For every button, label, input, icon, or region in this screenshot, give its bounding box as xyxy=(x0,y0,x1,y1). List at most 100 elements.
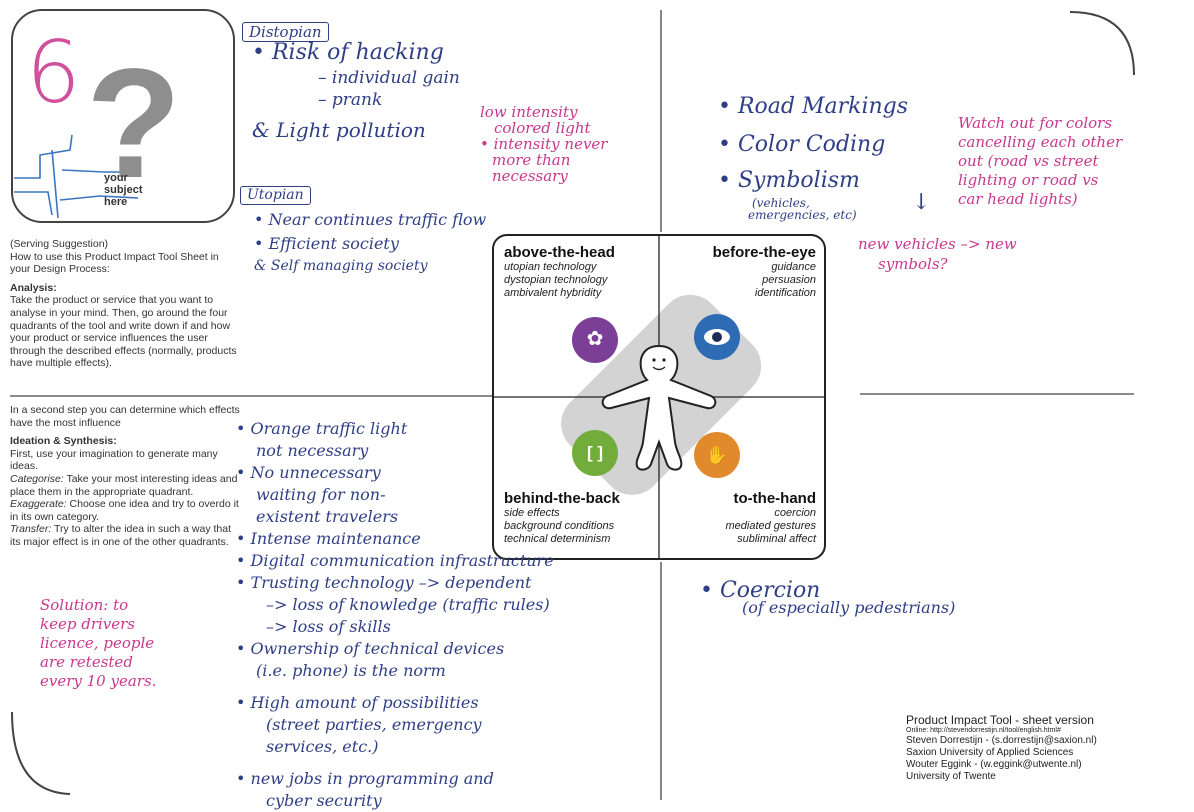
footer-online: Online: http://stevendorrestijn.nl/tool/… xyxy=(906,727,1061,734)
note-line: cyber security xyxy=(266,791,382,810)
note-line: low intensity xyxy=(480,103,578,121)
note-to-hand-1: • Coercion xyxy=(700,578,821,603)
quadrant-item: persuasion xyxy=(762,274,816,286)
guide-transfer-text: Try to alter the idea in such a way that… xyxy=(10,523,232,548)
note-line: new vehicles –> new xyxy=(858,235,1017,253)
hand-icon: ✋ xyxy=(705,445,729,465)
note-line: keep drivers xyxy=(40,615,136,633)
guide-exaggerate-label: Exaggerate: xyxy=(10,498,67,511)
note-line: (i.e. phone) is the norm xyxy=(256,661,446,680)
diagram-graphics xyxy=(492,234,826,560)
note-line: services, etc.) xyxy=(266,737,379,756)
quadrant-item: utopian technology xyxy=(504,261,597,273)
note-line: • No unnecessary xyxy=(236,463,381,482)
note-distopian-header: Distopian xyxy=(242,22,329,42)
quadrant-item: identification xyxy=(754,287,816,299)
note-line: more than xyxy=(492,151,571,169)
quadrant-title: behind-the-back xyxy=(504,490,620,507)
subject-placeholder: your subject here xyxy=(104,172,143,208)
subject-line-2: subject xyxy=(104,184,143,196)
note-line: waiting for non- xyxy=(256,485,386,504)
note-line: (street parties, emergency xyxy=(266,715,482,734)
guide-categorise-label: Categorise: xyxy=(10,472,64,485)
clouds-icon: ✿ xyxy=(586,328,604,350)
note-line: necessary xyxy=(492,167,568,185)
quadrant-item: technical determinism xyxy=(504,533,611,545)
sheet-number: 6 xyxy=(26,23,81,123)
note-line: car head lights) xyxy=(958,190,1078,208)
guide-intro: How to use this Product Impact Tool Shee… xyxy=(10,250,219,276)
note-before-4: (vehicles, xyxy=(752,196,810,210)
note-before-2: • Color Coding xyxy=(718,132,886,157)
guide-analysis-title: Analysis: xyxy=(10,281,57,294)
guide-transfer-label: Transfer: xyxy=(10,523,52,536)
quadrant-title: to-the-hand xyxy=(733,490,816,507)
quadrant-above-the-head: above-the-head utopian technology dystop… xyxy=(504,244,615,300)
footer-line: Steven Dorrestijn - (s.dorrestijn@saxion… xyxy=(906,735,1097,746)
quadrant-item: coercion xyxy=(774,507,816,519)
note-distopian-4: & Light pollution xyxy=(252,118,426,142)
note-line: –> loss of skills xyxy=(266,617,391,636)
quadrant-item: dystopian technology xyxy=(504,274,608,286)
quadrant-item: background conditions xyxy=(504,520,615,532)
subject-line-1: your xyxy=(104,172,128,184)
note-before-pink: Watch out for colors cancelling each oth… xyxy=(958,114,1122,209)
note-line: • Ownership of technical devices xyxy=(236,639,505,658)
quadrant-item: side effects xyxy=(504,507,560,519)
footer-title: Product Impact Tool - sheet version xyxy=(906,713,1094,727)
quadrant-item: ambivalent hybridity xyxy=(504,287,602,299)
note-utopian-2: • Efficient society xyxy=(254,234,399,253)
note-line: not necessary xyxy=(256,441,369,460)
guide-bottom: In a second step you can determine which… xyxy=(10,404,242,549)
guide-serving: (Serving Suggestion) xyxy=(10,238,109,250)
note-line: symbols? xyxy=(878,255,948,273)
eye-icon xyxy=(702,327,732,347)
note-behind-back: • Orange traffic light not necessary • N… xyxy=(236,418,554,812)
quadrant-item: subliminal affect xyxy=(737,533,816,545)
note-distopian-2: – individual gain xyxy=(318,68,460,88)
note-solution: Solution: to keep drivers licence, peopl… xyxy=(40,596,156,691)
quadrant-to-the-hand: to-the-hand coercion mediated gestures s… xyxy=(726,490,817,546)
question-mark-icon: ? xyxy=(86,37,182,211)
footer-credits: Product Impact Tool - sheet version Onli… xyxy=(906,714,1097,783)
note-light-pollution: low intensity colored light • intensity … xyxy=(480,104,607,184)
note-line: • Trusting technology –> dependent xyxy=(236,573,532,592)
quadrant-title: before-the-eye xyxy=(712,244,816,261)
guide-exaggerate-text: Choose one idea and try to overdo it in … xyxy=(10,498,239,523)
footer-line: University of Twente xyxy=(906,771,996,782)
note-utopian-1: • Near continues traffic flow xyxy=(254,210,487,229)
quadrant-title: above-the-head xyxy=(504,244,615,261)
footer-line: Saxion University of Applied Sciences xyxy=(906,747,1074,758)
note-line: every 10 years. xyxy=(40,672,157,690)
note-before-5: emergencies, etc) xyxy=(748,208,857,222)
subject-line-3: here xyxy=(104,196,128,208)
note-line: • Intense maintenance xyxy=(236,529,421,548)
note-line: cancelling each other xyxy=(958,133,1123,151)
brace-arrow-icon: ↓ xyxy=(912,190,931,215)
note-line: • intensity never xyxy=(480,135,608,153)
note-utopian-header: Utopian xyxy=(240,186,311,205)
quadrant-item: mediated gestures xyxy=(725,520,817,532)
note-line: –> loss of knowledge (traffic rules) xyxy=(266,595,550,614)
guide-categorise-text: Take your most interesting ideas and pla… xyxy=(10,472,238,498)
guide-second-step: In a second step you can determine which… xyxy=(10,404,240,429)
note-line: existent travelers xyxy=(256,507,399,526)
brackets-icon: [ ] xyxy=(586,443,604,462)
guide-top: (Serving Suggestion) How to use this Pro… xyxy=(10,238,242,370)
guide-ideation-title: Ideation & Synthesis: xyxy=(10,435,117,448)
note-line: Solution: to xyxy=(40,596,129,614)
note-line: • High amount of possibilities xyxy=(236,693,479,712)
note-before-1: • Road Markings xyxy=(718,94,909,119)
guide-analysis-text: Take the product or service that you wan… xyxy=(10,294,237,370)
note-line: licence, people xyxy=(40,634,155,652)
note-line: • new jobs in programming and xyxy=(236,769,494,788)
quadrant-item: guidance xyxy=(771,261,816,273)
note-line: lighting or road vs xyxy=(958,171,1099,189)
note-to-hand-2: (of especially pedestrians) xyxy=(742,598,956,617)
note-line: are retested xyxy=(40,653,133,671)
note-line: out (road vs street xyxy=(958,152,1099,170)
impact-tool-diagram: ✿ [ ] ✋ above-the-head utopian technolog… xyxy=(492,234,826,560)
quadrant-before-the-eye: before-the-eye guidance persuasion ident… xyxy=(713,244,816,300)
note-distopian-1: • Risk of hacking xyxy=(252,40,444,65)
guide-ideation-text: First, use your imagination to generate … xyxy=(10,447,218,473)
